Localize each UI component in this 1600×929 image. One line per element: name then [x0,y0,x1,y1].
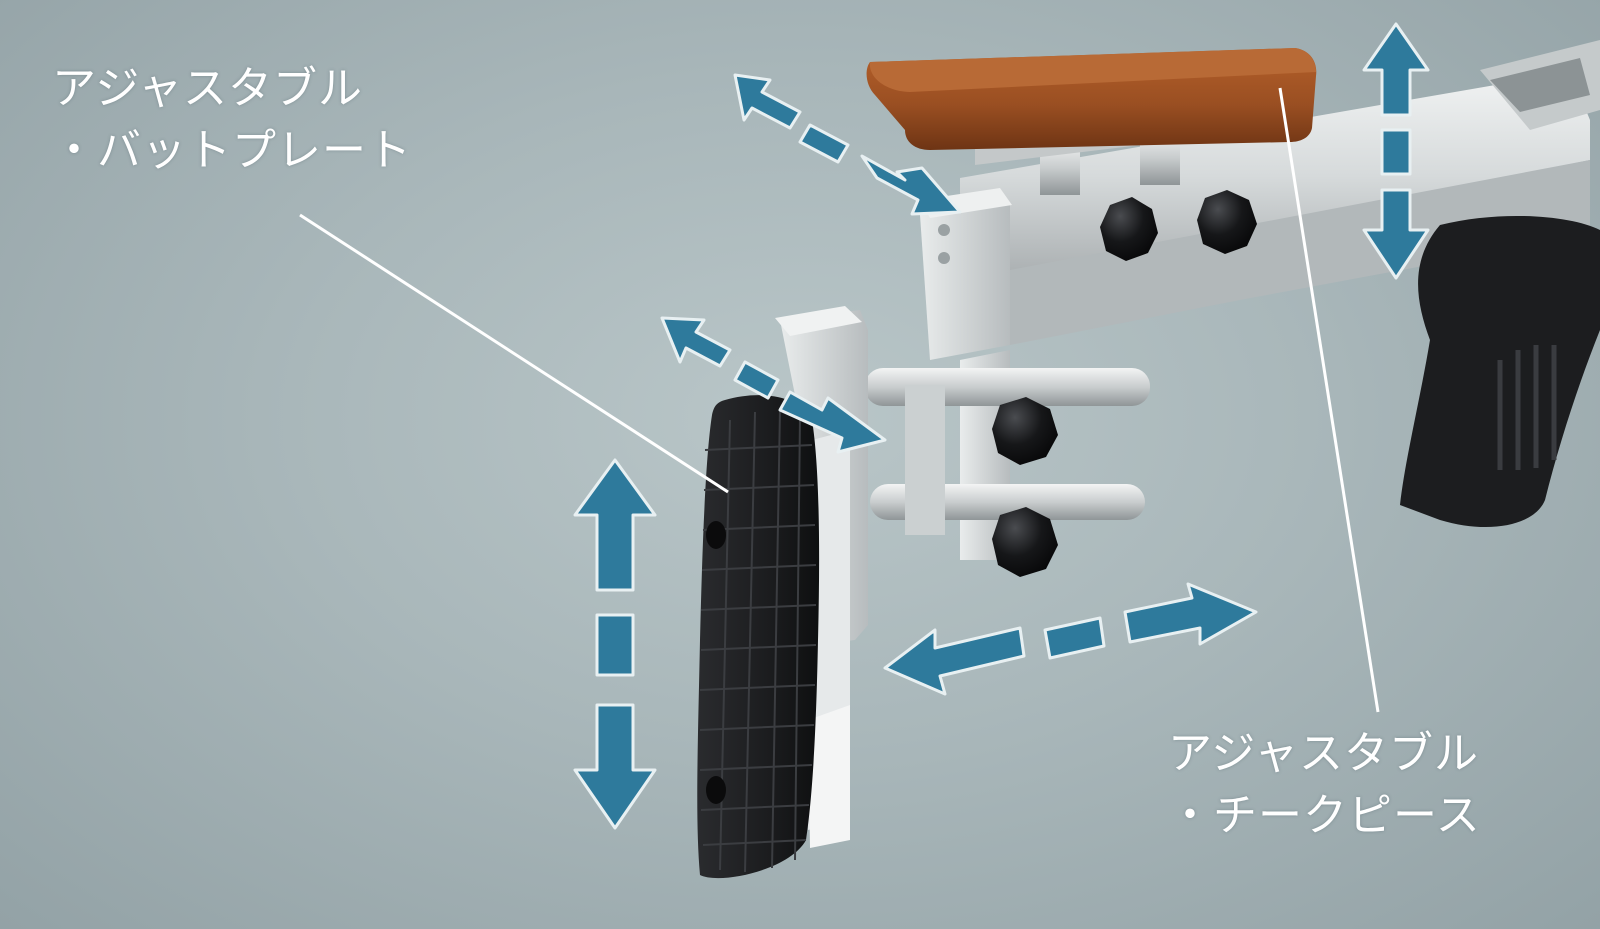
butt-plate-callout: アジャスタブル ・バットプレート [52,58,412,182]
double-arrow-icon [573,458,657,830]
double-arrow-icon [1362,22,1430,280]
double-arrow-icon [733,73,962,216]
adjustment-arrows [573,22,1430,830]
butt-plate-label-line1: アジャスタブル [52,63,364,114]
knob-icon [992,190,1257,577]
cheek-piece-label-line2: ・チークピース [1168,790,1481,841]
cheek-piece-label-line1: アジャスタブル [1168,728,1480,779]
cheek-pad [866,48,1317,150]
butt-plate-label-line2: ・バットプレート [52,125,412,176]
pistol-grip [1400,215,1600,528]
double-arrow-icon [660,316,887,454]
butt-rods [865,368,1150,535]
butt-plate [697,395,820,879]
leader-lines [299,87,1380,713]
double-arrow-icon [883,582,1258,696]
cheek-piece-callout: アジャスタブル ・チークピース [1168,723,1481,847]
